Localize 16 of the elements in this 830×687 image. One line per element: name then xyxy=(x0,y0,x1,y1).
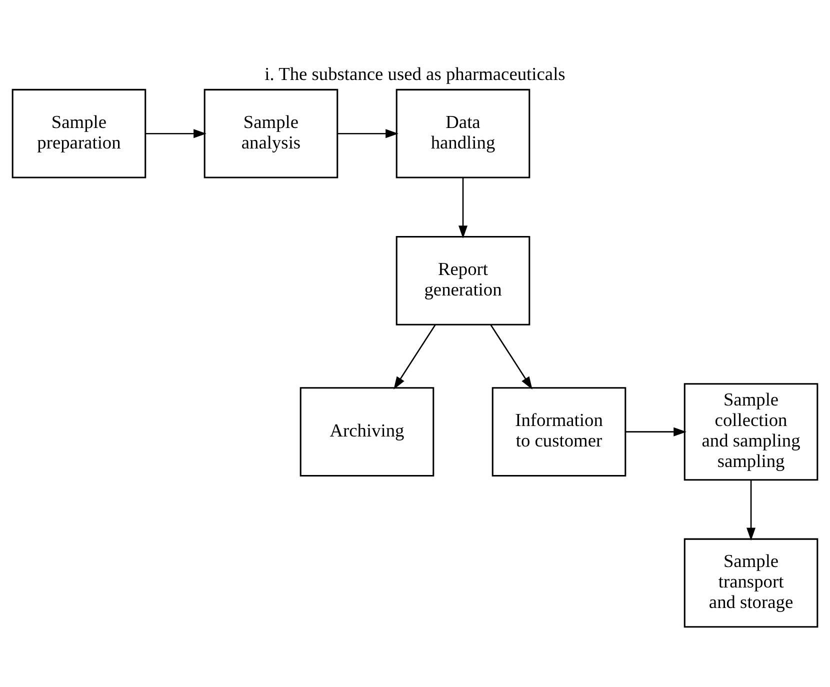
node-box: Information to customer xyxy=(492,386,626,476)
node-box: Sample collection and sampling sampling xyxy=(684,382,818,480)
diagram-title: i. The substance used as pharmaceuticals xyxy=(264,63,566,84)
arrow xyxy=(394,324,436,389)
arrow xyxy=(458,177,468,238)
node-box: Sample analysis xyxy=(204,88,338,178)
node-box: Archiving xyxy=(300,386,434,476)
arrow xyxy=(626,426,686,436)
node-box: Report generation xyxy=(396,236,530,325)
node-box: Sample preparation xyxy=(12,88,146,178)
node-box: Data handling xyxy=(396,88,530,178)
arrow xyxy=(338,128,398,138)
node-box: Sample transport and storage xyxy=(684,538,818,628)
arrow xyxy=(746,480,756,540)
arrow xyxy=(146,128,206,138)
arrow xyxy=(490,324,532,389)
